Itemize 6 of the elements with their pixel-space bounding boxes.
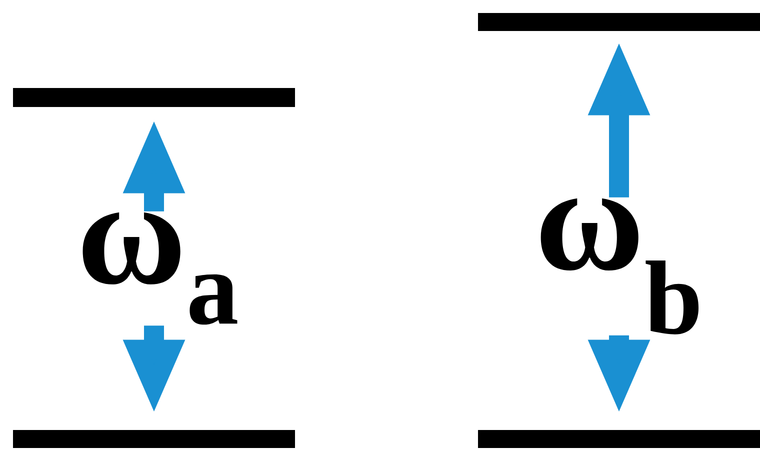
edge-label: ω$_{b}$ bbox=[534, 197, 704, 336]
energy-level-bar bbox=[478, 13, 760, 31]
energy-level-bar bbox=[13, 88, 295, 107]
energy-level-bar bbox=[478, 430, 760, 448]
edge-label: ω$_{a}$ bbox=[76, 211, 240, 326]
energy-level-bar bbox=[13, 430, 295, 448]
